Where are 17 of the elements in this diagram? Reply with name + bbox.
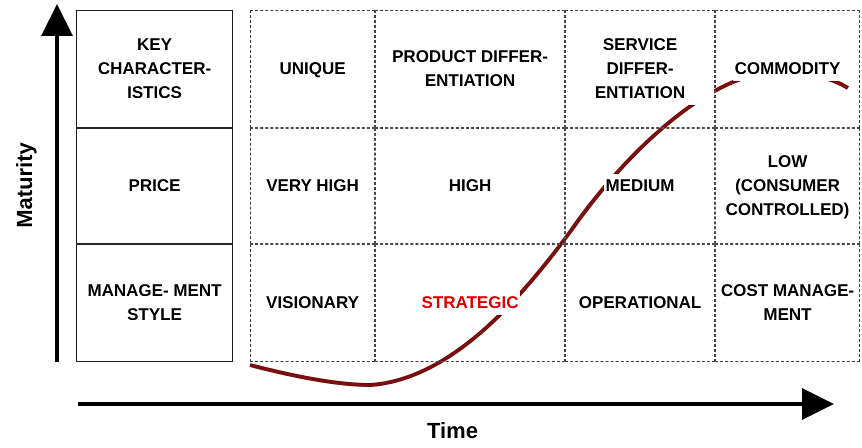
row-header-cell: PRICE (76, 128, 233, 244)
table-cell: COST MANAGE- MENT (715, 244, 860, 362)
table-cell: PRODUCT DIFFER- ENTIATION (375, 10, 565, 128)
table-cell: LOW (CONSUMER CONTROLLED) (715, 128, 860, 244)
row-header-cell: MANAGE- MENT STYLE (76, 244, 233, 362)
x-axis-label: Time (427, 418, 478, 444)
table-cell: STRATEGIC (375, 244, 565, 362)
table-cell: VERY HIGH (250, 128, 375, 244)
table-cell: SERVICE DIFFER- ENTIATION (565, 10, 715, 128)
table-cell: UNIQUE (250, 10, 375, 128)
table-cell: OPERATIONAL (565, 244, 715, 362)
table-cell: HIGH (375, 128, 565, 244)
table-cell: VISIONARY (250, 244, 375, 362)
table-cell: COMMODITY (715, 10, 860, 128)
row-header-cell: KEY CHARACTER- ISTICS (76, 10, 233, 128)
y-axis-label: Maturity (12, 141, 38, 230)
table-cell: MEDIUM (565, 128, 715, 244)
